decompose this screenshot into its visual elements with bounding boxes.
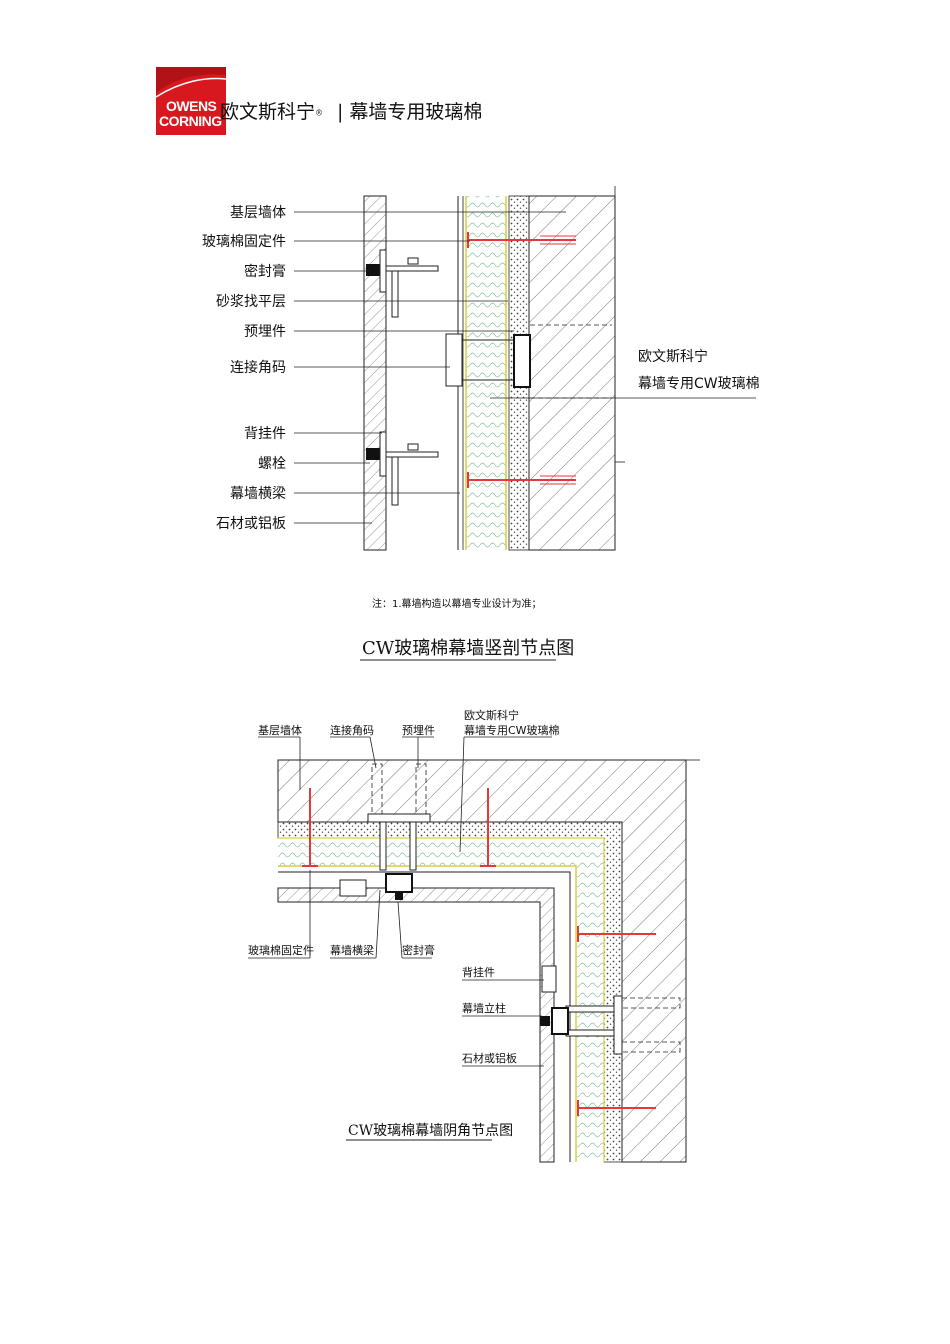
label-embedded-part: 预埋件 xyxy=(244,324,286,340)
brand-title: 欧文斯科宁® |幕墙专用玻璃棉 xyxy=(220,97,482,124)
title-separator: | xyxy=(337,101,344,123)
note-text: 注：1.幕墙构造以幕墙专业设计为准； xyxy=(372,597,542,610)
label-cw-glasswool: 幕墙专用CW玻璃棉 xyxy=(638,375,760,392)
corner-label-transom: 幕墙横梁 xyxy=(330,943,374,957)
corner-label-base-wall: 基层墙体 xyxy=(258,723,302,737)
label-connection-bracket: 连接角码 xyxy=(230,359,286,376)
label-mortar-layer: 砂浆找平层 xyxy=(216,294,286,310)
owens-corning-logo: OWENS CORNING xyxy=(156,67,226,135)
corner-label-back-hanger: 背挂件 xyxy=(462,965,495,979)
label-base-wall: 基层墙体 xyxy=(230,204,286,221)
vertical-section-drawing xyxy=(294,186,756,551)
corner-label-cw-glasswool: 幕墙专用CW玻璃棉 xyxy=(464,723,560,737)
label-insulation-fastener: 玻璃棉固定件 xyxy=(202,233,286,250)
reg-mark: ® xyxy=(315,108,324,118)
product-name: 幕墙专用玻璃棉 xyxy=(349,101,483,123)
corner-label-embedded: 预埋件 xyxy=(402,724,435,737)
logo-wave-icon xyxy=(156,67,226,98)
corner-label-stone-aluminum: 石材或铝板 xyxy=(462,1051,517,1065)
brand-name: 欧文斯科宁 xyxy=(220,101,316,123)
section1-title: CW玻璃棉幕墙竖剖节点图 xyxy=(362,638,574,659)
corner-label-brand: 欧文斯科宁 xyxy=(464,708,519,722)
logo-text-corning: CORNING xyxy=(159,113,222,129)
label-bolt: 螺栓 xyxy=(258,456,286,472)
label-back-hanger: 背挂件 xyxy=(244,426,286,442)
corner-label-mullion: 幕墙立柱 xyxy=(462,1001,506,1015)
label-stone-aluminum: 石材或铝板 xyxy=(216,516,286,532)
label-brand-right: 欧文斯科宁 xyxy=(638,348,708,365)
corner-section-drawing xyxy=(248,736,700,1163)
corner-label-sealant: 密封膏 xyxy=(402,943,435,957)
corner-label-bracket: 连接角码 xyxy=(330,724,374,737)
logo-text-owens: OWENS xyxy=(166,98,217,114)
label-sealant: 密封膏 xyxy=(244,263,286,280)
label-transom: 幕墙横梁 xyxy=(230,486,286,502)
corner-label-fastener: 玻璃棉固定件 xyxy=(248,943,314,957)
section2-title: CW玻璃棉幕墙阴角节点图 xyxy=(348,1122,513,1139)
